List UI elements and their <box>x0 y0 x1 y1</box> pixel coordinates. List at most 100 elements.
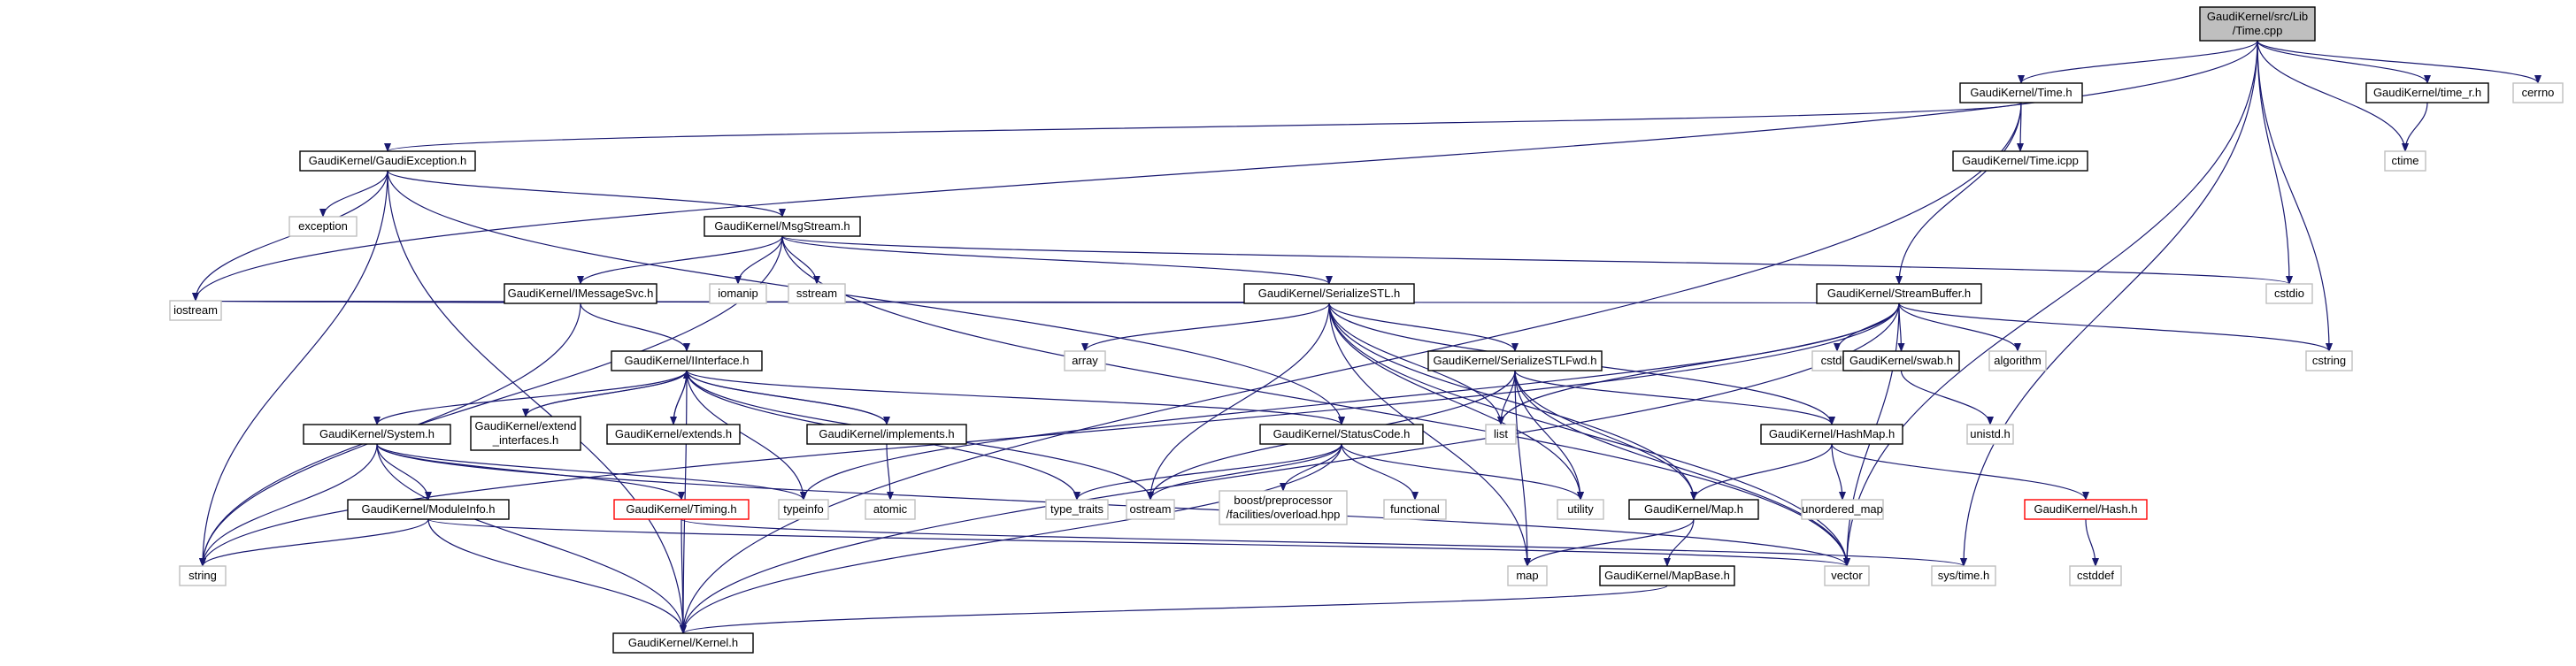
node-label: GaudiKernel/extends.h <box>615 427 732 440</box>
node-array: array <box>1064 350 1106 371</box>
node-box <box>169 300 222 321</box>
edge-time_h-to-streambuf <box>1895 102 2022 285</box>
edge-system-to-typeinfo <box>376 443 807 501</box>
node-mapbase[interactable]: GaudiKernel/MapBase.h <box>1599 565 1735 586</box>
node-label: sstream <box>796 287 837 300</box>
edge-system-to-kernel <box>376 443 687 634</box>
edge-mapbase-to-kernel <box>680 585 1668 634</box>
node-label: GaudiKernel/implements.h <box>819 427 954 440</box>
node-iostream: iostream <box>169 300 222 321</box>
node-label: GaudiKernel/Time.h <box>1970 86 2072 99</box>
edge-gaudiexc-to-exception <box>319 170 388 218</box>
node-box <box>613 499 750 520</box>
edge-iinterface-to-typeinfo <box>686 370 807 501</box>
node-msgstream[interactable]: GaudiKernel/MsgStream.h <box>704 216 861 237</box>
node-box <box>1064 350 1106 371</box>
node-type_traits: type_traits <box>1045 499 1109 520</box>
edge-statuscode-to-type_traits <box>1073 443 1342 501</box>
node-swab[interactable]: GaudiKernel/swab.h <box>1842 350 1960 371</box>
nodes-layer: GaudiKernel/src/Lib/Time.cppGaudiKernel/… <box>169 6 2564 654</box>
edge-gaudiexc-to-string <box>199 170 388 567</box>
node-timing[interactable]: GaudiKernel/Timing.h <box>613 499 750 520</box>
node-serstlfwd[interactable]: GaudiKernel/SerializeSTLFwd.h <box>1427 350 1603 371</box>
node-gaudiexc[interactable]: GaudiKernel/GaudiException.h <box>299 150 476 172</box>
edge-system-to-vector <box>376 443 1850 567</box>
edge-root-to-systime <box>1960 40 2258 567</box>
node-label: GaudiKernel/ModuleInfo.h <box>361 502 495 516</box>
edge-serstl-to-serstlfwd <box>1328 302 1519 352</box>
node-algorithm: algorithm <box>1988 350 2047 371</box>
edge-hashmap-to-hash_h <box>1831 443 2089 501</box>
node-box <box>303 424 451 445</box>
node-label: iomanip <box>718 287 758 300</box>
node-label: boost/preprocessor <box>1234 494 1333 507</box>
node-label: GaudiKernel/StreamBuffer.h <box>1827 287 1971 300</box>
edge-root-to-cstdio <box>2257 40 2293 285</box>
edge-root-to-vector <box>1843 40 2258 567</box>
node-box <box>1427 350 1603 371</box>
node-box <box>606 424 741 445</box>
node-label: GaudiKernel/MapBase.h <box>1604 569 1730 582</box>
edge-statuscode-to-utility <box>1341 443 1584 501</box>
node-box <box>1507 565 1548 586</box>
node-time_r_h[interactable]: GaudiKernel/time_r.h <box>2365 82 2489 103</box>
node-box <box>288 216 358 237</box>
node-moduleinfo[interactable]: GaudiKernel/ModuleInfo.h <box>347 499 510 520</box>
node-implements[interactable]: GaudiKernel/implements.h <box>806 424 967 445</box>
node-label: ostream <box>1130 502 1172 516</box>
edge-streambuf-to-iostream <box>195 300 1900 309</box>
node-box <box>1816 283 1982 304</box>
node-serstl[interactable]: GaudiKernel/SerializeSTL.h <box>1243 283 1415 304</box>
node-label: GaudiKernel/src/Lib <box>2207 10 2308 23</box>
edge-map_h-to-mapbase <box>1664 518 1695 567</box>
node-imsgsvc[interactable]: GaudiKernel/IMessageSvc.h <box>504 283 657 304</box>
node-box <box>2365 82 2489 103</box>
edge-swab-to-unistd <box>1900 370 1994 425</box>
edge-time_h-to-gaudiexc <box>384 102 2022 152</box>
node-time_icpp[interactable]: GaudiKernel/Time.icpp <box>1952 150 2088 172</box>
node-label: GaudiKernel/Hash.h <box>2034 502 2137 516</box>
edge-root-to-time_r_h <box>2257 40 2431 84</box>
node-time_h[interactable]: GaudiKernel/Time.h <box>1959 82 2083 103</box>
edge-serstl-to-ostream <box>1147 302 1330 501</box>
node-box <box>806 424 967 445</box>
edge-imsgsvc-to-iinterface <box>580 302 690 352</box>
node-map_h[interactable]: GaudiKernel/Map.h <box>1628 499 1759 520</box>
edge-map_h-to-map <box>1524 518 1695 567</box>
node-label: GaudiKernel/System.h <box>319 427 434 440</box>
node-label: GaudiKernel/StatusCode.h <box>1273 427 1411 440</box>
edge-streambuf-to-typeinfo <box>800 302 1900 501</box>
edge-gaudiexc-to-msgstream <box>387 170 786 218</box>
edge-serstlfwd-to-vector <box>1514 370 1850 567</box>
edge-serstlfwd-to-map <box>1514 370 1531 567</box>
node-box <box>1045 499 1109 520</box>
node-box <box>778 499 829 520</box>
node-vector: vector <box>1824 565 1870 586</box>
node-box <box>709 283 767 304</box>
node-streambuf[interactable]: GaudiKernel/StreamBuffer.h <box>1816 283 1982 304</box>
edge-timing-to-kernel <box>679 518 687 634</box>
node-extends[interactable]: GaudiKernel/extends.h <box>606 424 741 445</box>
node-kernel[interactable]: GaudiKernel/Kernel.h <box>612 632 754 654</box>
edge-serstlfwd-to-utility <box>1514 370 1584 501</box>
node-box <box>2305 350 2353 371</box>
node-hash_h[interactable]: GaudiKernel/Hash.h <box>2024 499 2148 520</box>
node-statuscode[interactable]: GaudiKernel/StatusCode.h <box>1259 424 1424 445</box>
node-label: GaudiKernel/SerializeSTLFwd.h <box>1434 354 1597 367</box>
node-list: list <box>1485 424 1517 445</box>
node-root[interactable]: GaudiKernel/src/Lib/Time.cpp <box>2199 6 2316 42</box>
edge-serstlfwd-to-hashmap <box>1514 370 1835 425</box>
node-label: GaudiKernel/Map.h <box>1644 502 1743 516</box>
edge-statuscode-to-functional <box>1341 443 1419 501</box>
node-iinterface[interactable]: GaudiKernel/IInterface.h <box>611 350 763 371</box>
edge-serstl-to-map <box>1328 302 1531 567</box>
node-typeinfo: typeinfo <box>778 499 829 520</box>
node-box <box>1931 565 1996 586</box>
node-hashmap[interactable]: GaudiKernel/HashMap.h <box>1760 424 1903 445</box>
node-extend_if[interactable]: GaudiKernel/extend_interfaces.h <box>470 416 581 451</box>
node-unordered_map: unordered_map <box>1801 499 1884 520</box>
node-label: iostream <box>173 303 218 317</box>
node-system[interactable]: GaudiKernel/System.h <box>303 424 451 445</box>
node-label: sys/time.h <box>1938 569 1990 582</box>
